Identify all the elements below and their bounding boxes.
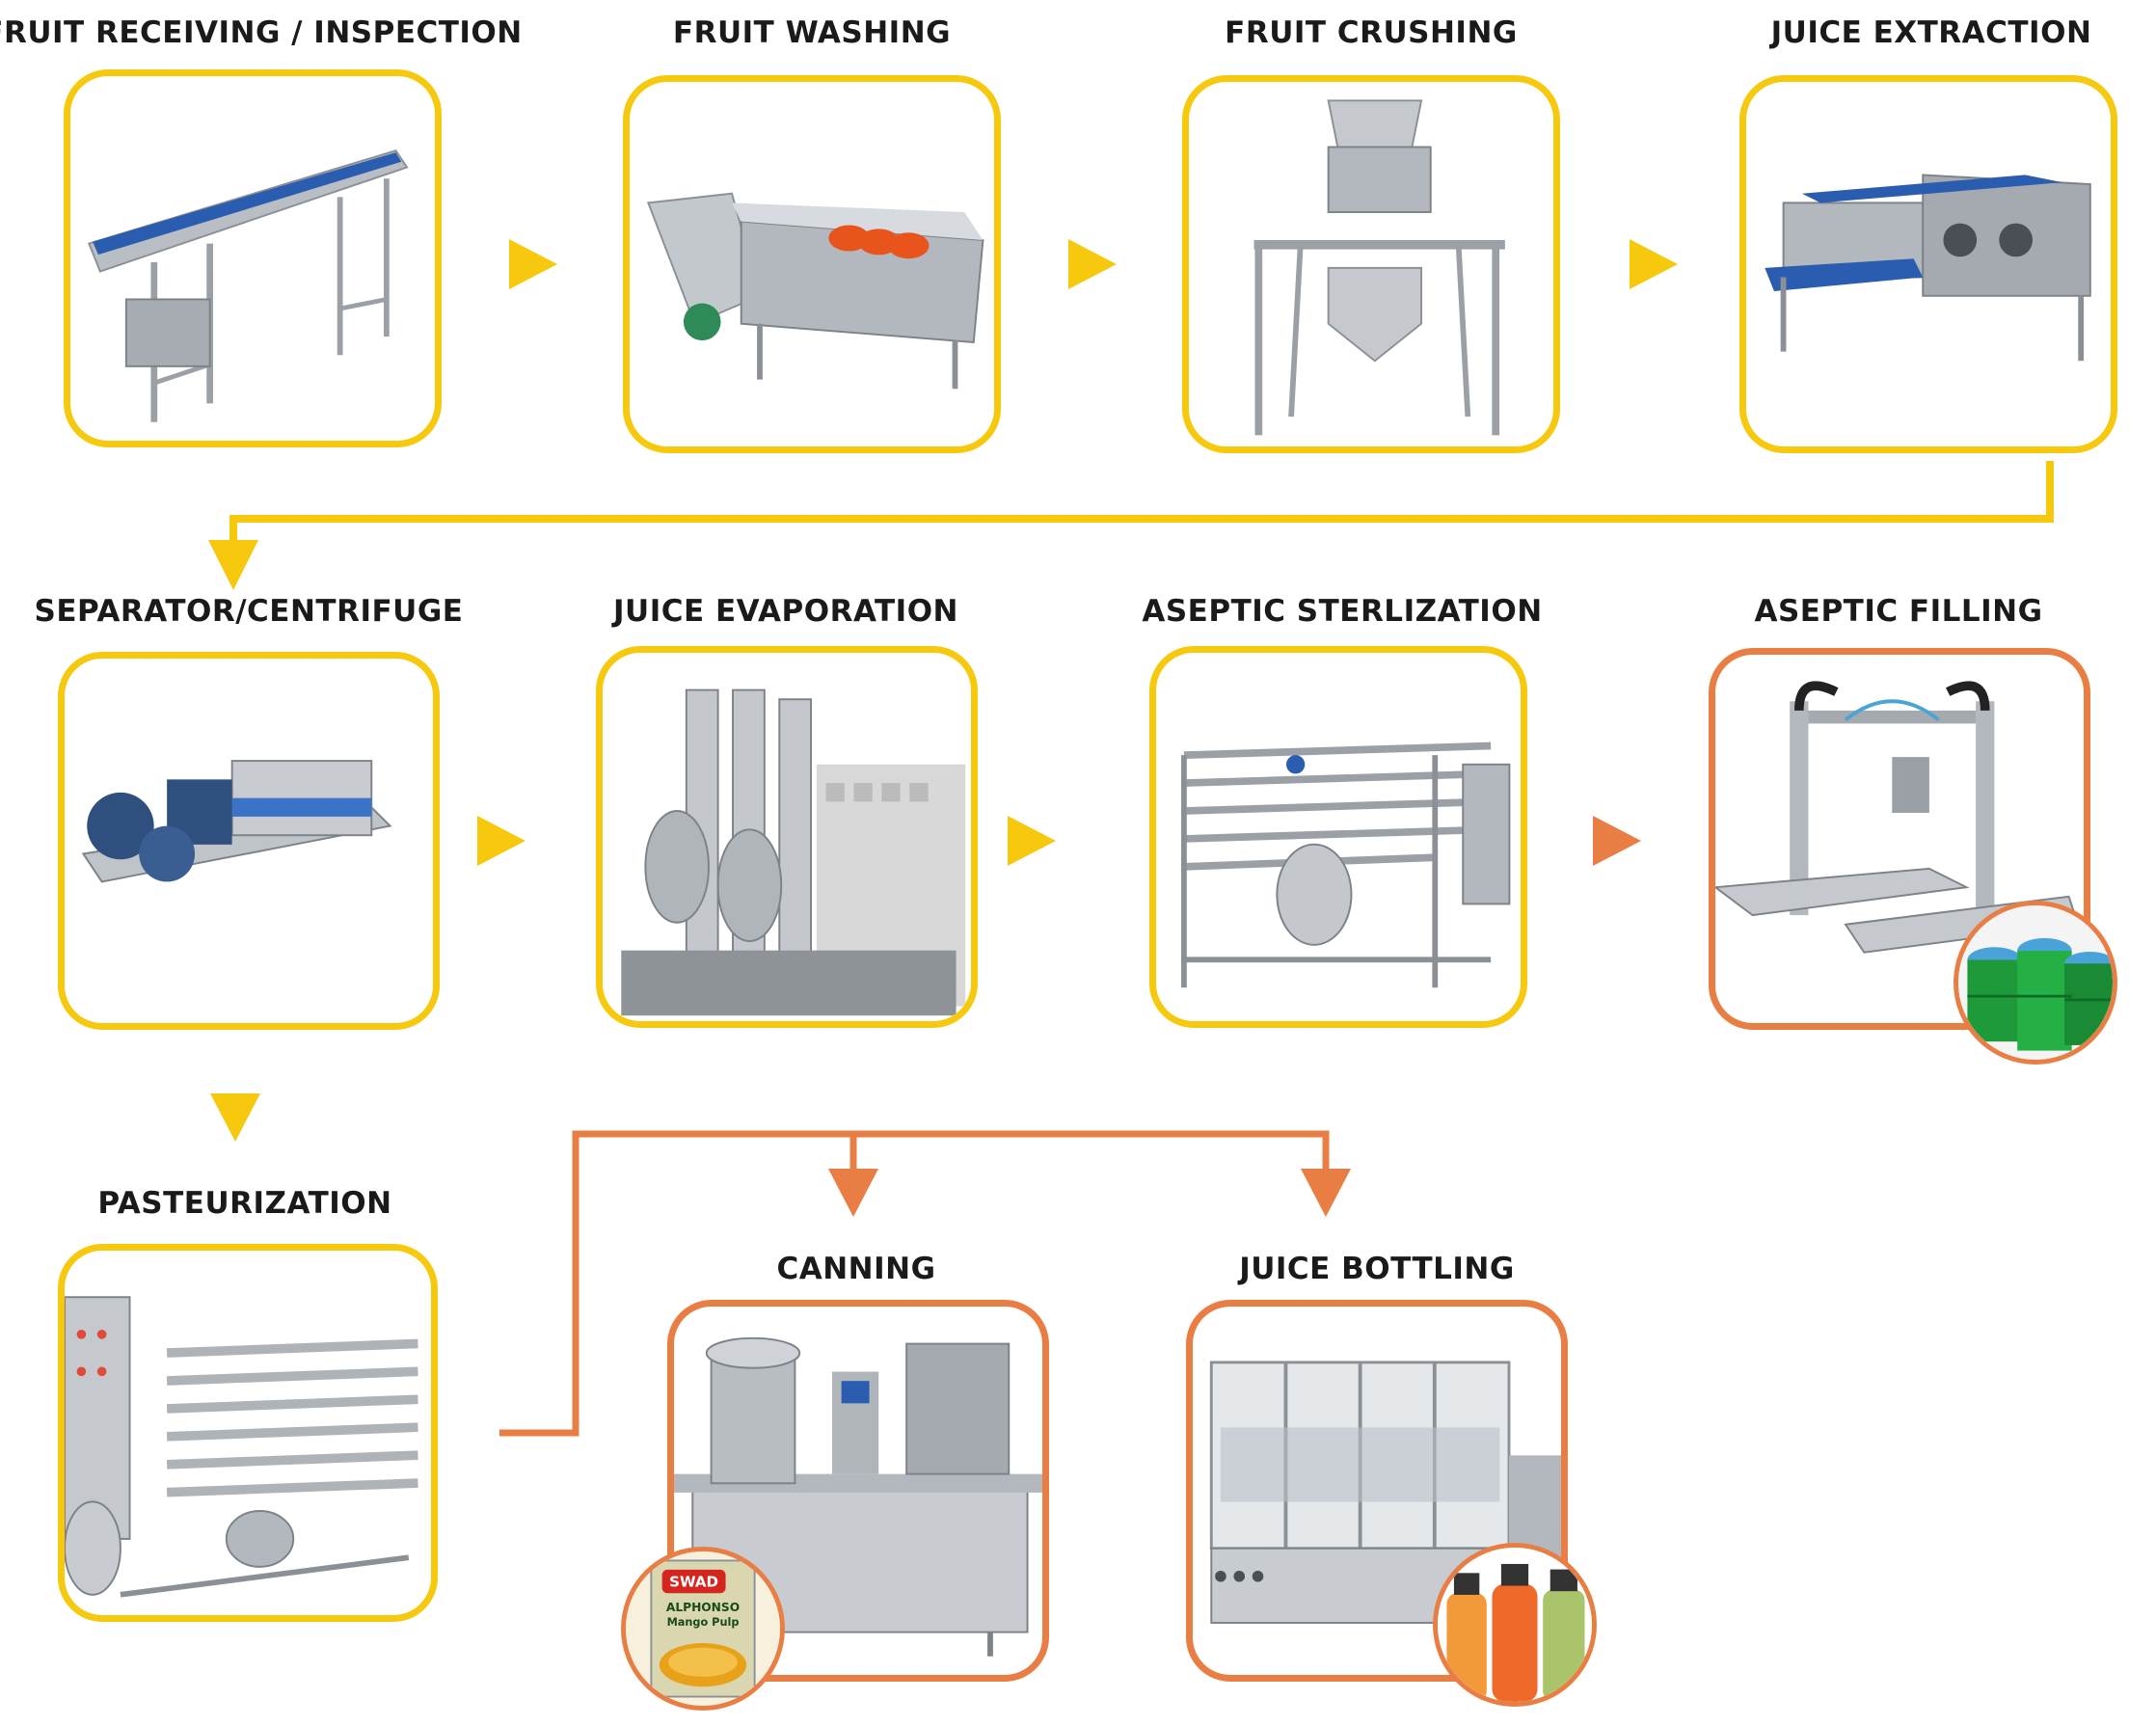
juice-bottles-icon: [1438, 1548, 1592, 1702]
washer-icon: [646, 192, 984, 390]
arrow-right-icon: [1630, 239, 1678, 289]
arrow-down-icon: [1301, 1169, 1351, 1217]
centrifuge-icon: [81, 760, 392, 883]
stage-frame-extraction: [1739, 75, 2117, 453]
tube-sterilizer-icon: [1181, 742, 1511, 988]
canning-machine-icon: [674, 1336, 1042, 1657]
arrow-right-icon: [509, 239, 557, 289]
stage-frame-sterilization: [1149, 646, 1527, 1028]
stage-label-aseptic-filling: ASEPTIC FILLING: [1754, 594, 2043, 629]
arrow-right-icon: [477, 816, 526, 866]
stage-frame-separator: [58, 652, 440, 1030]
arrow-down-icon: [210, 1093, 260, 1142]
stage-label-sterilization: ASEPTIC STERLIZATION: [1142, 594, 1543, 629]
arrow-down-icon: [208, 540, 258, 590]
arrow-right-icon: [1068, 239, 1117, 289]
stage-frame-crushing: [1182, 75, 1560, 453]
belt-press-icon: [1765, 174, 2091, 362]
split-connector-line: [499, 1130, 1330, 1437]
stage-label-separator: SEPARATOR/CENTRIFUGE: [34, 594, 464, 629]
stage-frame-evaporation: [596, 646, 978, 1028]
stage-label-bottling: JUICE BOTTLING: [1239, 1252, 1515, 1286]
can-brand-text: SWAD: [669, 1574, 718, 1591]
pasteurizer-icon: [65, 1296, 418, 1598]
stage-label-evaporation: JUICE EVAPORATION: [612, 594, 959, 629]
mango-can-badge: SWAD ALPHONSO Mango Pulp: [621, 1547, 785, 1711]
crusher-icon: [1253, 99, 1505, 436]
stage-label-receiving: FRUIT RECEIVING / INSPECTION: [0, 15, 523, 50]
bottles-badge: [1433, 1543, 1597, 1707]
arrow-down-icon: [828, 1169, 878, 1217]
stage-frame-pasteurization: [58, 1244, 438, 1622]
wrap-connector-line: [229, 461, 2054, 540]
stage-label-canning: CANNING: [776, 1252, 936, 1286]
arrow-right-icon: [1593, 816, 1641, 866]
conveyor-icon: [87, 149, 409, 422]
stage-frame-receiving: [64, 69, 442, 447]
drum-filler-icon: [1715, 681, 2080, 954]
can-line2-text: Mango Pulp: [667, 1616, 740, 1629]
stage-label-pasteurization: PASTEURIZATION: [97, 1186, 392, 1221]
evaporator-icon: [621, 688, 966, 1016]
stage-frame-washing: [623, 75, 1001, 453]
stage-label-extraction: JUICE EXTRACTION: [1770, 15, 2092, 50]
drums-badge: [1954, 901, 2117, 1065]
green-drums-icon: [1958, 905, 2113, 1060]
stage-label-washing: FRUIT WASHING: [672, 15, 952, 50]
arrow-right-icon: [1008, 816, 1056, 866]
stage-label-crushing: FRUIT CRUSHING: [1225, 15, 1518, 50]
can-line1-text: ALPHONSO: [666, 1601, 740, 1614]
mango-pulp-can-icon: SWAD ALPHONSO Mango Pulp: [626, 1551, 780, 1706]
